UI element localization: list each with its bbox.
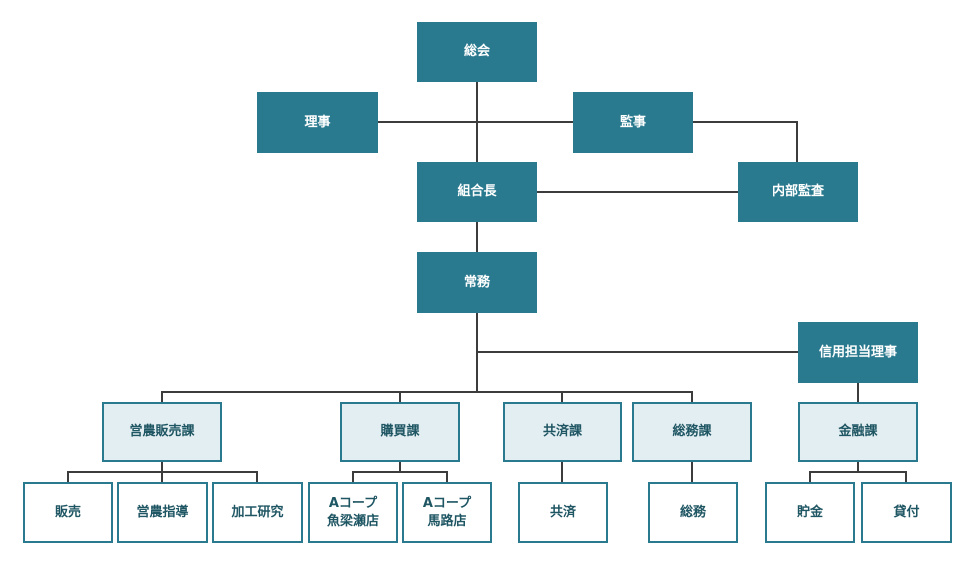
node-kyosai-ka: 共済課	[503, 402, 622, 462]
node-somu: 総務	[648, 482, 738, 543]
node-shinyo-riji: 信用担当理事	[798, 322, 918, 383]
node-kako-kenkyu: 加工研究	[212, 482, 303, 543]
node-acoop-umaji: Aコープ 馬路店	[402, 482, 492, 543]
node-kanji: 監事	[573, 92, 693, 153]
node-sokai: 総会	[417, 22, 537, 82]
node-somu-ka: 総務課	[632, 402, 752, 462]
node-eino-shido: 営農指導	[117, 482, 208, 543]
node-jomu: 常務	[417, 252, 537, 313]
node-kinyu: 金融課	[798, 402, 918, 462]
node-riji: 理事	[257, 92, 378, 153]
node-acoop-yanase: Aコープ 魚梁瀬店	[308, 482, 398, 543]
node-naibu-kansa: 内部監査	[738, 162, 858, 222]
node-kyosai: 共済	[518, 482, 608, 543]
node-kobai: 購買課	[340, 402, 460, 462]
node-kashitsuke: 貸付	[861, 482, 952, 543]
node-hanbai: 販売	[23, 482, 113, 543]
node-chokin: 貯金	[765, 482, 855, 543]
node-eino-hanbai: 営農販売課	[102, 402, 222, 462]
node-kumiaicho: 組合長	[417, 162, 537, 222]
